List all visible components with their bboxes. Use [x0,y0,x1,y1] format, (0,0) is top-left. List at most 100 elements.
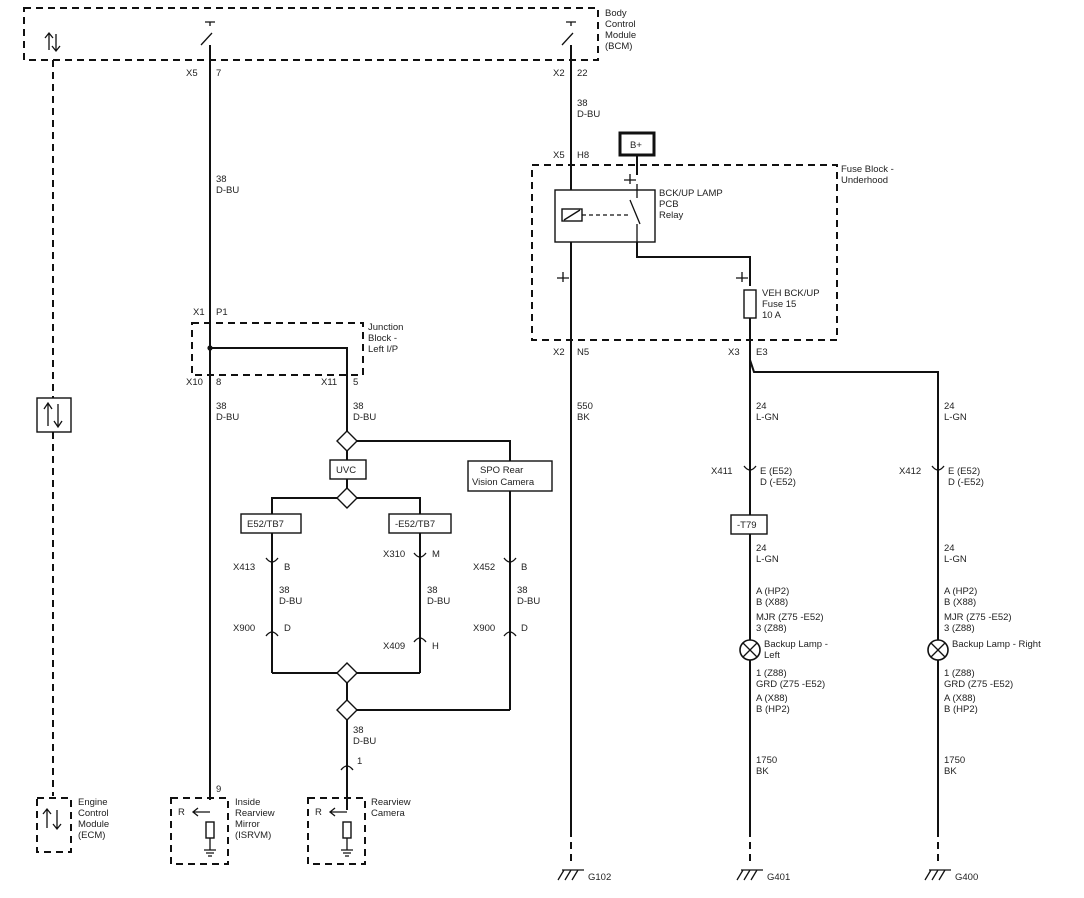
pin-m-x310-label: M [432,549,440,560]
pin-e3-label: E3 [756,347,768,358]
bcm-switch-icon-1 [200,21,215,46]
t79-option-label: -T79 [737,520,757,531]
g401-label: G401 [767,872,790,883]
conn-x5-relay-label: X5 [553,150,565,161]
conn-x5-label: X5 [186,68,198,79]
g102-ground-icon [557,869,584,881]
e52-tb7-label: E52/TB7 [247,519,284,530]
conn-x10-label: X10 [186,377,203,388]
conn-x3-label: X3 [728,347,740,358]
isrvm-r-label: R [178,807,185,818]
conn-x452-label: X452 [473,562,495,573]
relay-switch-icon [629,184,641,242]
isrvm-resistor-icon [205,821,215,839]
option-diamond-1 [336,430,358,452]
conn-camera-icon [340,765,354,771]
serial-data-box [36,397,72,433]
pin-h-x409-label: H [432,641,439,652]
x411-pins-label: E (E52)D (-E52) [760,466,796,488]
g400-ground-icon [924,869,951,881]
pin-5-label: 5 [353,377,358,388]
conn-x1-label: X1 [193,307,205,318]
backup-lamp-right-label: Backup Lamp - Right [952,639,1041,650]
conn-x409-label: X409 [383,641,405,652]
pin-h8-label: H8 [577,150,589,161]
t79-option-box [730,514,768,535]
pin-p1-label: P1 [216,307,228,318]
pin-b-x413-label: B [284,562,290,573]
pin-7-label: 7 [216,68,221,79]
lamp-left-top-pins: A (HP2)B (X88)MJR (Z75 -E52)3 (Z88) [756,586,824,634]
conn-x900-a-label: X900 [233,623,255,634]
pin-8-label: 8 [216,377,221,388]
lamp-right-bottom-pins: 1 (Z88)GRD (Z75 -E52)A (X88)B (HP2) [944,668,1013,715]
relay-output-wire [636,242,751,286]
backup-lamp-left-icon [739,639,761,661]
g401-ground-icon [736,869,763,881]
fuse-15-icon [743,289,757,319]
camera-r-label: R [315,807,322,818]
pin-b-x452-label: B [521,562,527,573]
fuse-terminal-icon [736,272,748,282]
isrvm-ground-icon [204,838,216,857]
conn-x2-bottom-label: X2 [553,347,565,358]
uvc-option-label: UVC [336,465,356,476]
conn-x412-icon [931,465,945,471]
isrvm-module-outline [170,797,229,865]
conn-x411-icon [743,465,757,471]
relay-coil-slash [563,209,581,221]
ecm-serial-data-arrows-icon [42,807,62,831]
camera-module-outline [307,797,366,865]
bcm-module-outline [23,7,599,61]
battery-b-plus-label: B+ [630,140,642,151]
conn-x11-label: X11 [321,377,337,388]
pin-d-x900-b-label: D [521,623,528,634]
n5-terminal-icon [557,272,569,282]
conn-x413-label: X413 [233,562,255,573]
option-diamond-2 [336,487,358,509]
conn-x412-label: X412 [899,466,921,477]
fuse-block-label: Fuse Block -Underhood [841,164,894,186]
pin-22-label: 22 [577,68,588,79]
g102-label: G102 [588,872,611,883]
camera-ground-icon [341,838,353,857]
camera-input-arrow-icon [328,807,347,817]
pin-n5-label: N5 [577,347,589,358]
x412-pins-label: E (E52)D (-E52) [948,466,984,488]
option-diamond-3 [336,662,358,684]
conn-x310-label: X310 [383,549,405,560]
pin-d-x900-a-label: D [284,623,291,634]
conn-x900-b-label: X900 [473,623,495,634]
spo-rear-vision-camera-box [467,460,553,492]
camera-resistor-icon [342,821,352,839]
circuit-24-right-wire [749,359,939,830]
ecm-module-outline [36,797,72,853]
conn-x452-icon [503,557,517,563]
conn-x411-label: X411 [711,466,732,477]
serial-data-arrows-icon [43,401,63,429]
lamp-right-top-pins: A (HP2)B (X88)MJR (Z75 -E52)3 (Z88) [944,586,1012,634]
g400-label: G400 [955,872,978,883]
bcm-switch-icon-2 [561,21,576,46]
